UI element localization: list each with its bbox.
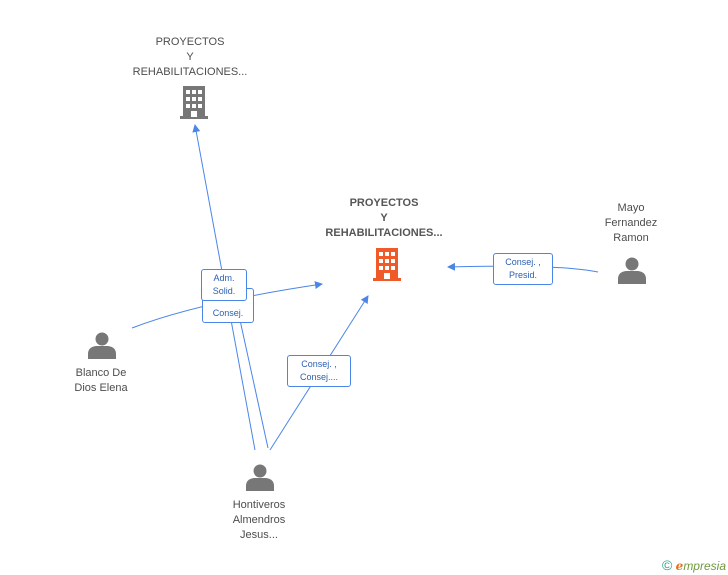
company-top-label[interactable]: PROYECTOS Y REHABILITACIONES... [132,36,248,78]
person-icon[interactable] [617,255,647,285]
person-icon[interactable] [87,330,117,360]
building-icon[interactable] [178,84,210,120]
brand-name: mpresia [683,559,726,573]
edge-label-adm-solid[interactable]: Adm. Solid. [201,269,247,301]
person-hontiveros-label[interactable]: Hontiveros Almendros Jesus... [232,499,286,541]
edge-label-consej-presid[interactable]: Consej. , Presid. [493,253,553,285]
company-main-label[interactable]: PROYECTOS Y REHABILITACIONES... [325,197,443,239]
person-blanco-label[interactable]: Blanco De Dios Elena [74,367,128,394]
building-icon[interactable] [371,246,403,282]
brand-logo-e: e [675,559,684,573]
person-icon[interactable] [245,462,275,492]
copyright-symbol: © [662,557,673,573]
person-mayo-label[interactable]: Mayo Fernandez Ramon [604,202,658,244]
brand-footer: © empresia [662,557,726,573]
edge-label-consej-hontiveros[interactable]: Consej. , Consej.... [287,355,351,387]
